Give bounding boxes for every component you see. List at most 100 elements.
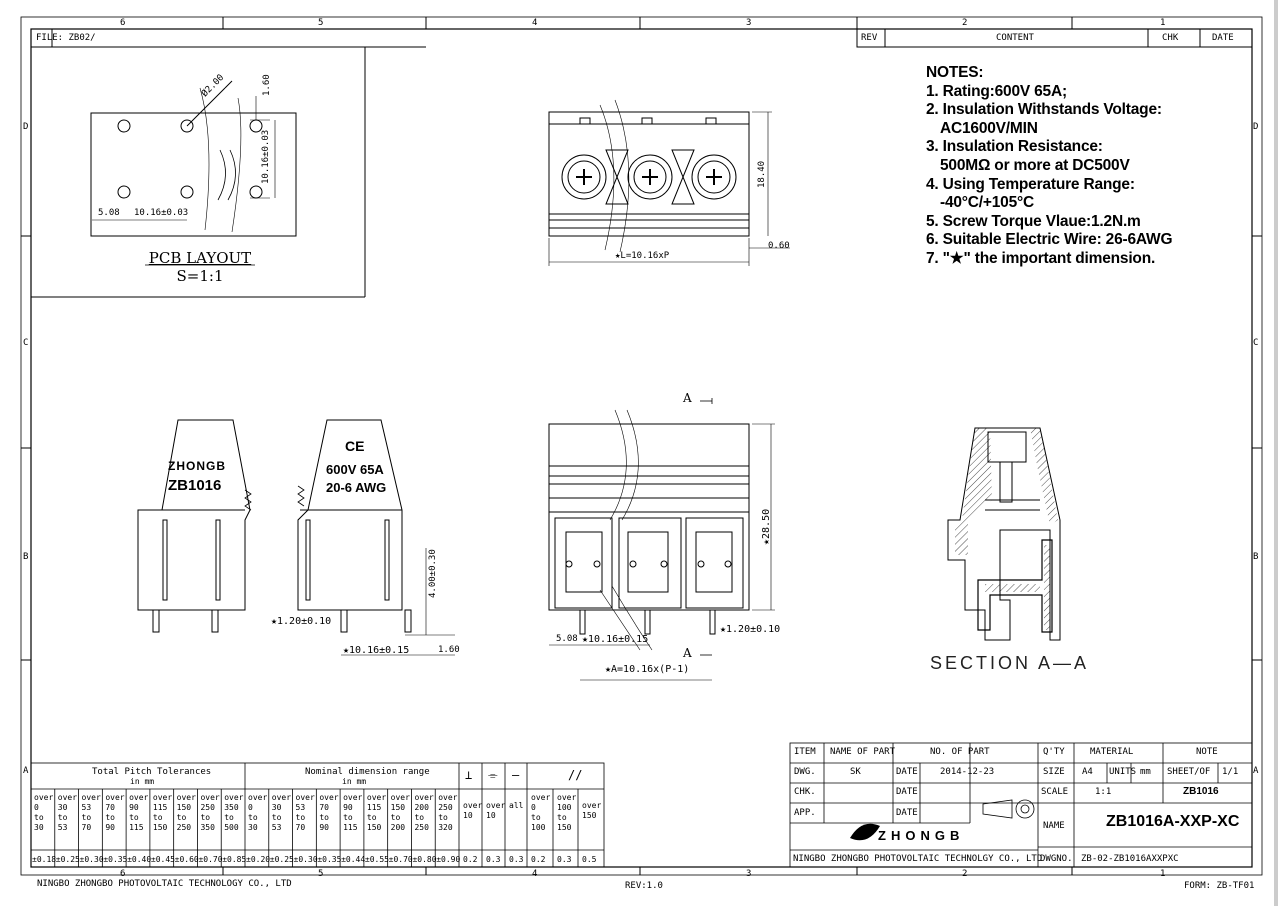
tol-range-cell: to [295, 813, 306, 822]
tb-scale-val: 1:1 [1095, 787, 1112, 797]
side-rating: 600V 65A [326, 462, 384, 477]
tol-sym-parallel: // [568, 768, 583, 782]
tol-value-cell: ±0.80 [412, 855, 437, 864]
tol-range-cell: over [105, 793, 125, 802]
tol-range-cell: over [200, 793, 220, 802]
tb-dwgno-val: ZB-02-ZB1016AXXPXC [1081, 854, 1179, 864]
tol-value-cell: ±0.60 [174, 855, 199, 864]
note-line: 7. "★" the important dimension. [926, 249, 1156, 267]
zone-number-bottom: 6 [120, 869, 126, 879]
tb-app-date: DATE [896, 808, 918, 818]
tol-range-cell: 250 [200, 803, 215, 812]
zone-letter-left: C [23, 338, 29, 348]
tol-range-cell: 150 [366, 823, 382, 832]
tb-qty: Q'TY [1043, 747, 1065, 757]
tol-range-cell: 150 [176, 803, 192, 812]
chk-header: CHK [1162, 33, 1179, 43]
tb-chk-date: DATE [896, 787, 918, 797]
notes-title: NOTES: [926, 64, 984, 81]
tol-range-cell: 150 [152, 823, 168, 832]
tol-value-cell: ±0.20 [246, 855, 271, 864]
tol-range-cell: 350 [200, 823, 215, 832]
bottom-edge-dim: 5.08 [556, 634, 578, 644]
zone-letter-right: A [1253, 766, 1259, 776]
tol-range-cell: over [438, 793, 458, 802]
tol-range-cell: over [224, 793, 244, 802]
footer-form: FORM: ZB-TF01 [1184, 881, 1255, 891]
front-height-dim: 18.40 [757, 160, 767, 188]
tol-range-cell: 70 [81, 823, 92, 832]
side-brand: ZHONGB [168, 459, 226, 473]
tol-value-cell: 0.3 [509, 855, 524, 864]
bottom-pitch-dim: ★10.16±0.15 [582, 634, 649, 645]
tol-range-cell: 30 [57, 803, 68, 812]
tb-item: ITEM [794, 747, 816, 757]
tb-dwg: DWG. [794, 767, 816, 777]
tol-range-cell: over [463, 801, 483, 810]
tb-part-name: ZB1016A-XXP-XC [1106, 813, 1240, 830]
zone-number-top: 2 [962, 18, 968, 28]
tol-range-cell: 90 [105, 823, 115, 832]
tol-range-cell: to [531, 813, 541, 822]
tol-value-cell: ±0.44 [341, 855, 366, 864]
tol-range-cell: over [414, 793, 434, 802]
tol-right-title: Nominal dimension range [305, 767, 430, 777]
side-pin-width: ★1.20±0.10 [271, 616, 332, 627]
tol-range-cell: 30 [271, 803, 282, 812]
tol-range-cell: over [390, 793, 410, 802]
tol-value-cell: ±0.25 [269, 855, 294, 864]
side-pin-offset: 1.60 [438, 645, 460, 655]
tb-sheet: SHEET/OF [1167, 767, 1211, 777]
tol-value-cell: 0.3 [486, 855, 501, 864]
pcb-dim-edge: 5.08 [98, 208, 120, 218]
tb-name-of-part: NAME OF PART [830, 747, 896, 757]
zone-number-bottom: 2 [962, 869, 968, 879]
note-line: 6. Suitable Electric Wire: 26-6AWG [926, 231, 1173, 249]
note-line: 4. Using Temperature Range: [926, 175, 1135, 193]
tol-value-cell: ±0.70 [198, 855, 223, 864]
tol-value-cell: ±0.70 [388, 855, 413, 864]
tb-name: NAME [1043, 821, 1065, 831]
side-pin-length: 4.00±0.30 [428, 549, 438, 598]
tol-range-cell: to [57, 813, 68, 822]
tol-range-cell: over [34, 793, 54, 802]
tol-range-cell: over [366, 793, 387, 802]
bottom-height-dim: ★28.50 [761, 508, 772, 545]
tol-range-cell: to [319, 813, 329, 822]
tol-range-cell: 200 [414, 803, 429, 812]
tol-range-cell: 150 [557, 823, 572, 832]
tol-sym-perpendicular: ⊥ [465, 768, 473, 782]
note-line: 1. Rating:600V 65A; [926, 82, 1067, 100]
tol-range-cell: over [152, 793, 173, 802]
notes-block: NOTES: 1. Rating:600V 65A; 2. Insulation… [926, 64, 1246, 269]
tol-range-cell: over [271, 793, 292, 802]
note-line: 3. Insulation Resistance: [926, 138, 1103, 156]
tol-value-cell: ±0.90 [436, 855, 461, 864]
tb-sheet-val: 1/1 [1222, 767, 1239, 777]
zone-number-bottom: 3 [746, 869, 752, 879]
front-offset-dim: 0.60 [768, 241, 790, 251]
tol-range-cell: to [152, 813, 163, 822]
tol-range-cell: 10 [486, 811, 496, 820]
tol-value-cell: ±0.40 [127, 855, 152, 864]
tol-range-cell: 0 [34, 803, 39, 812]
tol-range-cell: to [366, 813, 377, 822]
date-header: DATE [1212, 33, 1234, 43]
side-ce: CE [345, 438, 365, 454]
tol-range-cell: 53 [271, 823, 282, 832]
zone-number-top: 4 [532, 18, 538, 28]
tol-range-cell: to [129, 813, 139, 822]
side-wire: 20-6 AWG [326, 480, 387, 495]
zone-letter-right: B [1253, 552, 1259, 562]
tol-range-cell: 115 [343, 823, 358, 832]
tol-range-cell: 10 [463, 811, 473, 820]
tb-units: UNITS [1109, 767, 1137, 777]
zone-letter-right: C [1253, 338, 1259, 348]
bottom-a-dim: ★A=10.16x(P-1) [605, 664, 690, 675]
zone-number-top: 6 [120, 18, 126, 28]
tol-left-unit: in mm [130, 777, 155, 786]
pcb-dim-pitch: 10.16±0.03 [134, 208, 189, 218]
tol-range-cell: 90 [129, 803, 139, 812]
side-model: ZB1016 [168, 477, 222, 494]
tol-range-cell: 53 [81, 803, 92, 812]
